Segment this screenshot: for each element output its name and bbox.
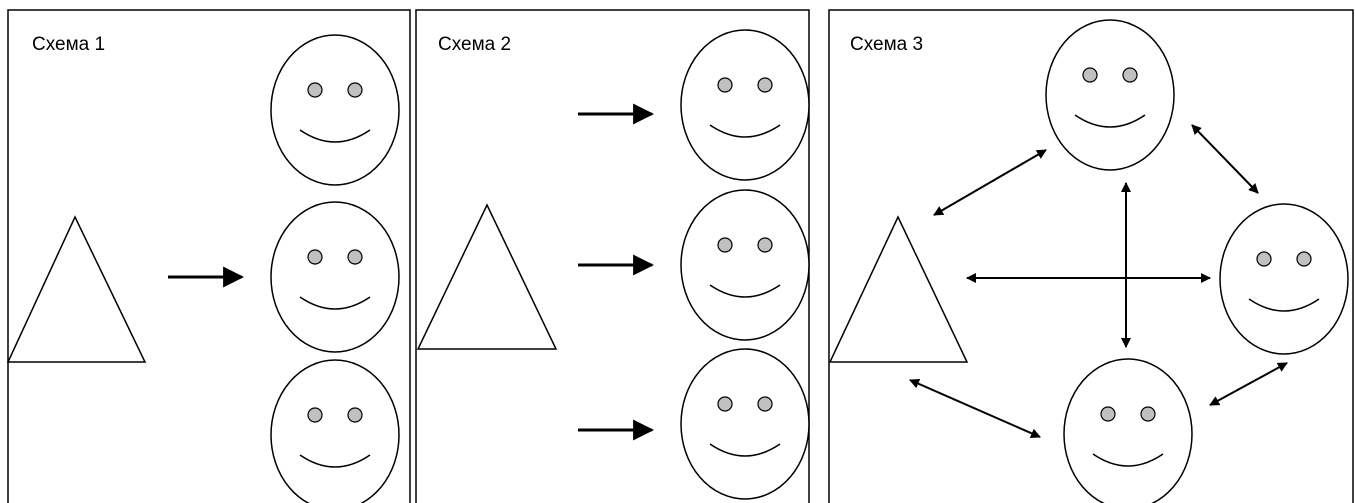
panel-title: Схема 1 (32, 34, 106, 55)
leader-triangle (6, 215, 147, 363)
panel-3-frame (828, 9, 1354, 503)
double-arrow (933, 149, 1047, 216)
smiley-face-icon (680, 348, 810, 500)
smiley-face-icon (680, 29, 810, 181)
double-arrow (1209, 362, 1288, 406)
smiley-face-icon (270, 34, 400, 186)
panel-title: Схема 2 (438, 34, 512, 55)
double-arrow (909, 379, 1041, 438)
smiley-face-icon (1219, 203, 1349, 355)
smiley-face-icon (270, 359, 400, 503)
smiley-face-icon (1045, 19, 1175, 171)
leader-triangle (416, 203, 558, 350)
panel-1-frame (7, 9, 411, 503)
leader-triangle (828, 215, 969, 363)
double-arrow (1191, 124, 1259, 194)
panel-title: Схема 3 (850, 34, 924, 55)
smiley-face-icon (680, 189, 810, 341)
smiley-face-icon (1063, 358, 1193, 503)
smiley-face-icon (270, 201, 400, 353)
